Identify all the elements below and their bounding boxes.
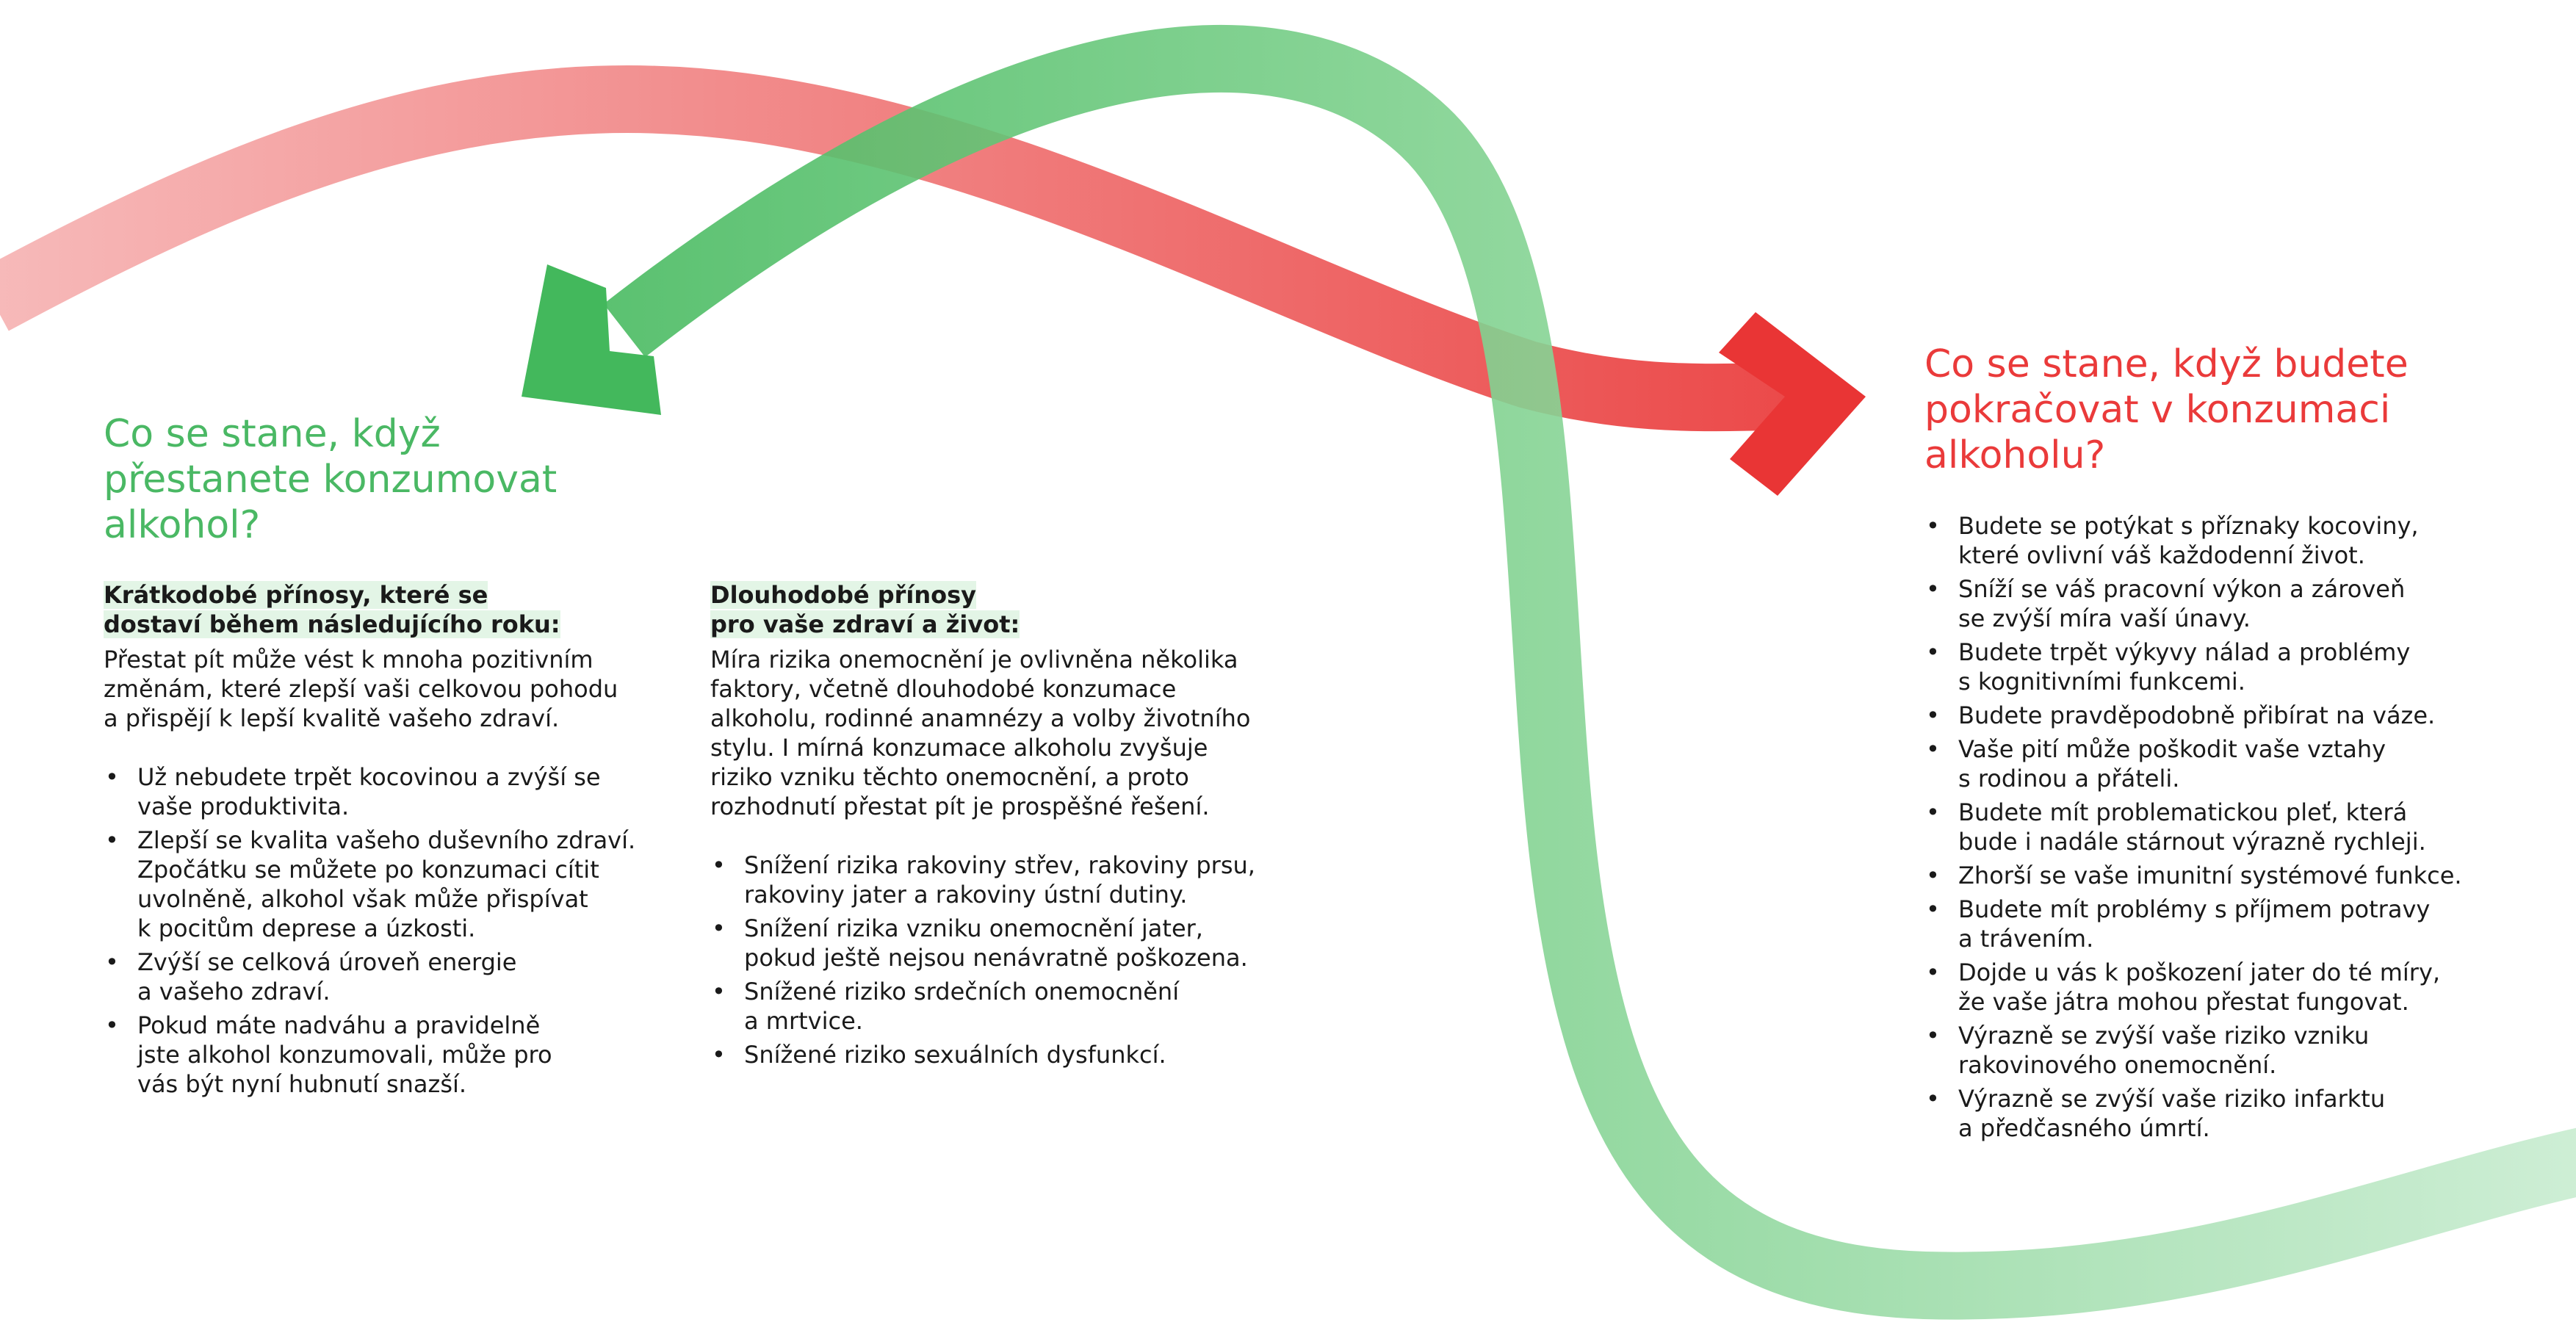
right-heading-block: Co se stane, když budete pokračovat v ko… [1924,342,2512,478]
short-term-list: Už nebudete trpět kocovinou a zvýší se v… [104,762,662,1099]
list-item: Pokud máte nadváhu a pravidelně jste alk… [104,1011,662,1099]
list-item: Sníží se váš pracovní výkon a zároveň se… [1924,574,2556,633]
list-item: Zlepší se kvalita vašeho duševního zdrav… [104,826,662,943]
short-term-intro: Přestat pít může vést k mnoha pozitivním… [104,646,618,732]
list-item: Snížené riziko sexuálních dysfunkcí. [710,1040,1298,1069]
list-item: Budete trpět výkyvy nálad a problémy s k… [1924,638,2556,696]
long-term-subhead: Dlouhodobé přínosy pro vaše zdraví a živ… [710,580,1298,639]
list-item: Výrazně se zvýší vaše riziko infarktu a … [1924,1084,2556,1143]
list-item: Budete mít problematickou pleť, která bu… [1924,798,2556,856]
list-item: Zvýší se celková úroveň energie a vašeho… [104,947,662,1006]
left-heading: Co se stane, když přestanete konzumovat … [104,412,558,547]
list-item: Výrazně se zvýší vaše riziko vzniku rako… [1924,1021,2556,1080]
list-item: Budete se potýkat s příznaky kocoviny, k… [1924,511,2556,570]
left-heading-block: Co se stane, když přestanete konzumovat … [104,411,603,548]
long-term-list: Snížení rizika rakoviny střev, rakoviny … [710,851,1298,1069]
red-arrow-path [0,65,1786,432]
list-item: Už nebudete trpět kocovinou a zvýší se v… [104,762,662,821]
red-arrowhead [1719,312,1866,496]
green-arrow-path [603,25,2576,1320]
continue-drinking-column: Budete se potýkat s příznaky kocoviny, k… [1924,511,2556,1147]
list-item: Snížení rizika rakoviny střev, rakoviny … [710,851,1298,909]
list-item: Zhorší se vaše imunitní systémové funkce… [1924,861,2556,890]
short-term-subhead-line2: dostaví během následujícího roku: [104,610,560,638]
list-item: Vaše pití může poškodit vaše vztahy s ro… [1924,734,2556,793]
list-item: Budete mít problémy s příjmem potravy a … [1924,895,2556,953]
list-item: Dojde u vás k poškození jater do té míry… [1924,958,2556,1017]
short-term-subhead-line1: Krátkodobé přínosy, které se [104,581,488,609]
short-term-column: Krátkodobé přínosy, které se dostaví běh… [104,580,662,1103]
long-term-column: Dlouhodobé přínosy pro vaše zdraví a živ… [710,580,1298,1074]
list-item: Budete pravděpodobně přibírat na váze. [1924,701,2556,730]
list-item: Snížení rizika vzniku onemocnění jater, … [710,914,1298,972]
long-term-intro: Míra rizika onemocnění je ovlivněna něko… [710,646,1251,820]
long-term-subhead-line1: Dlouhodobé přínosy [710,581,977,609]
short-term-subhead: Krátkodobé přínosy, které se dostaví běh… [104,580,662,639]
list-item: Snížené riziko srdečních onemocnění a mr… [710,977,1298,1036]
continue-drinking-list: Budete se potýkat s příznaky kocoviny, k… [1924,511,2556,1143]
green-arrowhead [522,264,661,415]
right-heading: Co se stane, když budete pokračovat v ko… [1924,342,2409,477]
long-term-subhead-line2: pro vaše zdraví a život: [710,610,1020,638]
